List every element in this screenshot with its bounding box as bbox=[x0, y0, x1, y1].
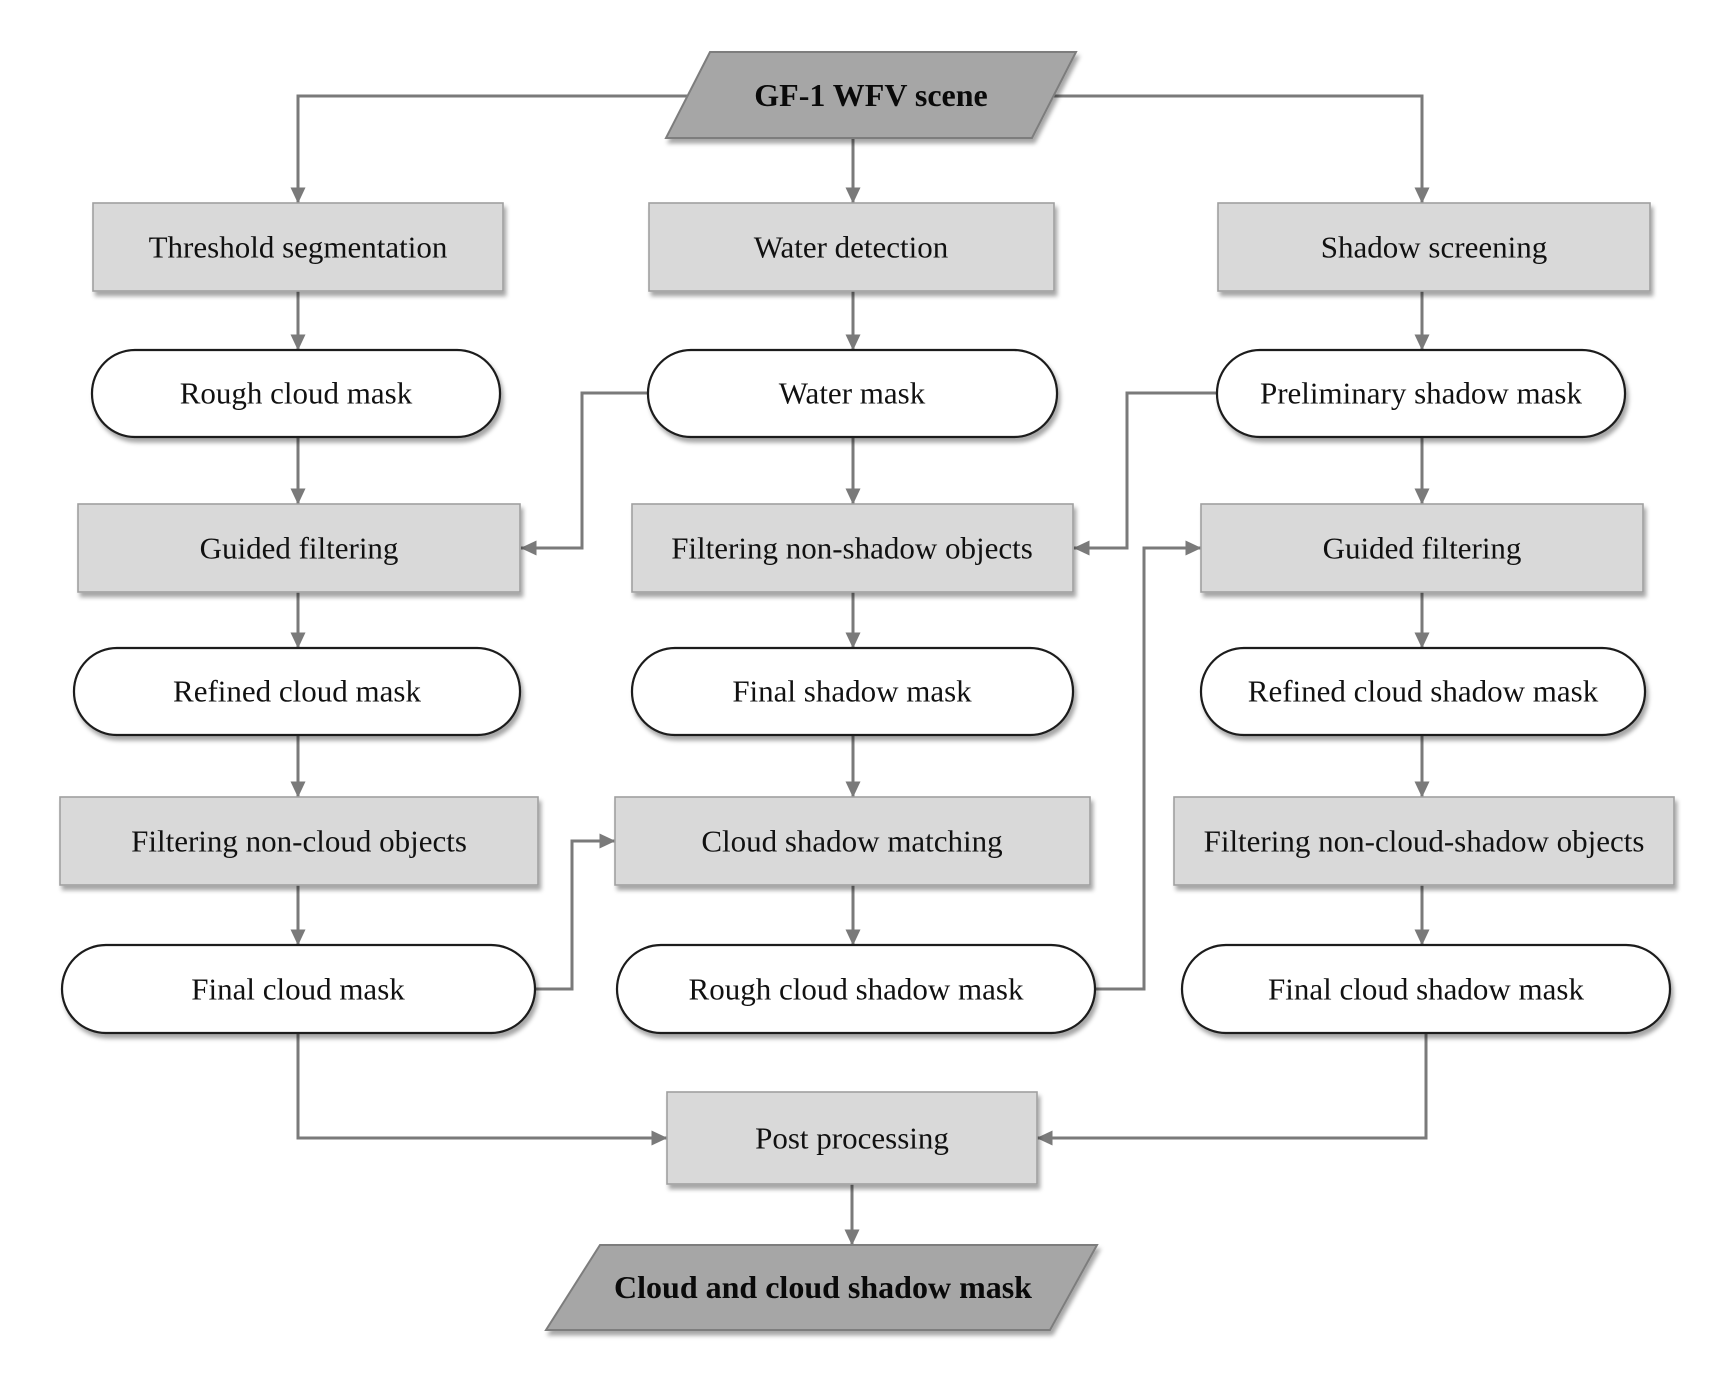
node-final-cloud-mask: Final cloud mask bbox=[60, 943, 537, 1035]
gf1-wfv-scene-label: GF-1 WFV scene bbox=[754, 77, 987, 113]
node-final-shadow-mask: Final shadow mask bbox=[630, 646, 1075, 737]
water-detection-label: Water detection bbox=[754, 230, 949, 265]
node-cloud-and-cloud-shadow-mask: Cloud and cloud shadow mask bbox=[544, 1244, 1099, 1331]
filtering-non-cloud-shadow-objects-shape bbox=[1173, 796, 1675, 886]
node-shadow-screening: Shadow screening bbox=[1217, 202, 1651, 292]
node-final-cloud-shadow-mask: Final cloud shadow mask bbox=[1180, 943, 1672, 1035]
guided-filtering-shadow-shape bbox=[1200, 503, 1644, 593]
node-filtering-non-shadow-objects: Filtering non-shadow objects bbox=[631, 503, 1074, 593]
edge-rough-cloud-shadow-mask-to-guided-filtering-shadow bbox=[1095, 540, 1202, 991]
node-filtering-non-cloud-objects: Filtering non-cloud objects bbox=[59, 796, 539, 886]
final-cloud-shadow-mask-shape bbox=[1180, 943, 1672, 1035]
filtering-non-shadow-objects-shape bbox=[631, 503, 1074, 593]
filtering-non-cloud-objects-shape bbox=[59, 796, 539, 886]
node-preliminary-shadow-mask: Preliminary shadow mask bbox=[1215, 348, 1627, 439]
edge-scene-to-shadow-screening bbox=[1054, 94, 1430, 204]
shadow-screening-label: Shadow screening bbox=[1321, 230, 1547, 265]
node-refined-cloud-shadow-mask: Refined cloud shadow mask bbox=[1199, 646, 1647, 737]
preliminary-shadow-mask-shape bbox=[1215, 348, 1627, 439]
edge-scene-to-threshold-segmentation bbox=[290, 94, 688, 204]
threshold-segmentation-label: Threshold segmentation bbox=[149, 230, 448, 265]
node-filtering-non-cloud-shadow-objects: Filtering non-cloud-shadow objects bbox=[1173, 796, 1675, 886]
final-cloud-shadow-mask-label: Final cloud shadow mask bbox=[1268, 972, 1584, 1007]
guided-filtering-cloud-label: Guided filtering bbox=[200, 531, 399, 566]
node-gf1-wfv-scene: GF-1 WFV scene bbox=[664, 51, 1078, 139]
final-cloud-mask-label: Final cloud mask bbox=[191, 972, 405, 1007]
final-shadow-mask-label: Final shadow mask bbox=[732, 674, 972, 709]
water-mask-shape bbox=[646, 348, 1059, 439]
node-cloud-shadow-matching: Cloud shadow matching bbox=[614, 796, 1091, 886]
refined-cloud-mask-shape bbox=[72, 646, 522, 737]
gf1-wfv-scene-shape bbox=[664, 51, 1078, 139]
node-threshold-segmentation: Threshold segmentation bbox=[92, 202, 504, 292]
refined-cloud-mask-label: Refined cloud mask bbox=[173, 674, 421, 709]
shadow-screening-shape bbox=[1217, 202, 1651, 292]
water-mask-label: Water mask bbox=[779, 376, 926, 411]
node-water-detection: Water detection bbox=[648, 202, 1055, 292]
filtering-non-shadow-objects-label: Filtering non-shadow objects bbox=[671, 531, 1033, 566]
node-rough-cloud-shadow-mask: Rough cloud shadow mask bbox=[615, 943, 1097, 1035]
preliminary-shadow-mask-label: Preliminary shadow mask bbox=[1260, 376, 1583, 411]
guided-filtering-shadow-label: Guided filtering bbox=[1323, 531, 1522, 566]
node-guided-filtering-shadow: Guided filtering bbox=[1200, 503, 1644, 593]
edge-preliminary-shadow-mask-to-filtering-non-shadow bbox=[1073, 391, 1217, 556]
filtering-non-cloud-objects-label: Filtering non-cloud objects bbox=[131, 824, 467, 859]
refined-cloud-shadow-mask-label: Refined cloud shadow mask bbox=[1248, 674, 1599, 709]
final-shadow-mask-shape bbox=[630, 646, 1075, 737]
post-processing-shape bbox=[666, 1091, 1038, 1185]
edge-final-cloud-shadow-mask-to-post-processing bbox=[1036, 1033, 1428, 1146]
rough-cloud-shadow-mask-label: Rough cloud shadow mask bbox=[689, 972, 1024, 1007]
node-rough-cloud-mask: Rough cloud mask bbox=[90, 348, 502, 439]
water-detection-shape bbox=[648, 202, 1055, 292]
node-water-mask: Water mask bbox=[646, 348, 1059, 439]
cloud-and-cloud-shadow-mask-shape bbox=[544, 1244, 1099, 1331]
final-cloud-mask-shape bbox=[60, 943, 537, 1035]
filtering-non-cloud-shadow-objects-label: Filtering non-cloud-shadow objects bbox=[1204, 824, 1645, 859]
edge-final-cloud-mask-to-cloud-shadow-matching bbox=[535, 833, 616, 991]
threshold-segmentation-shape bbox=[92, 202, 504, 292]
node-post-processing: Post processing bbox=[666, 1091, 1038, 1185]
rough-cloud-shadow-mask-shape bbox=[615, 943, 1097, 1035]
node-refined-cloud-mask: Refined cloud mask bbox=[72, 646, 522, 737]
connectors bbox=[290, 94, 1430, 1246]
cloud-shadow-matching-label: Cloud shadow matching bbox=[701, 824, 1002, 859]
cloud-and-cloud-shadow-mask-label: Cloud and cloud shadow mask bbox=[614, 1269, 1032, 1305]
post-processing-label: Post processing bbox=[755, 1121, 949, 1156]
rough-cloud-mask-shape bbox=[90, 348, 502, 439]
edge-final-cloud-mask-to-post-processing bbox=[296, 1033, 668, 1146]
rough-cloud-mask-label: Rough cloud mask bbox=[180, 376, 413, 411]
refined-cloud-shadow-mask-shape bbox=[1199, 646, 1647, 737]
cloud-shadow-matching-shape bbox=[614, 796, 1091, 886]
edge-water-mask-to-guided-filtering-cloud bbox=[520, 391, 648, 556]
guided-filtering-cloud-shape bbox=[77, 503, 521, 593]
node-guided-filtering-cloud: Guided filtering bbox=[77, 503, 521, 593]
